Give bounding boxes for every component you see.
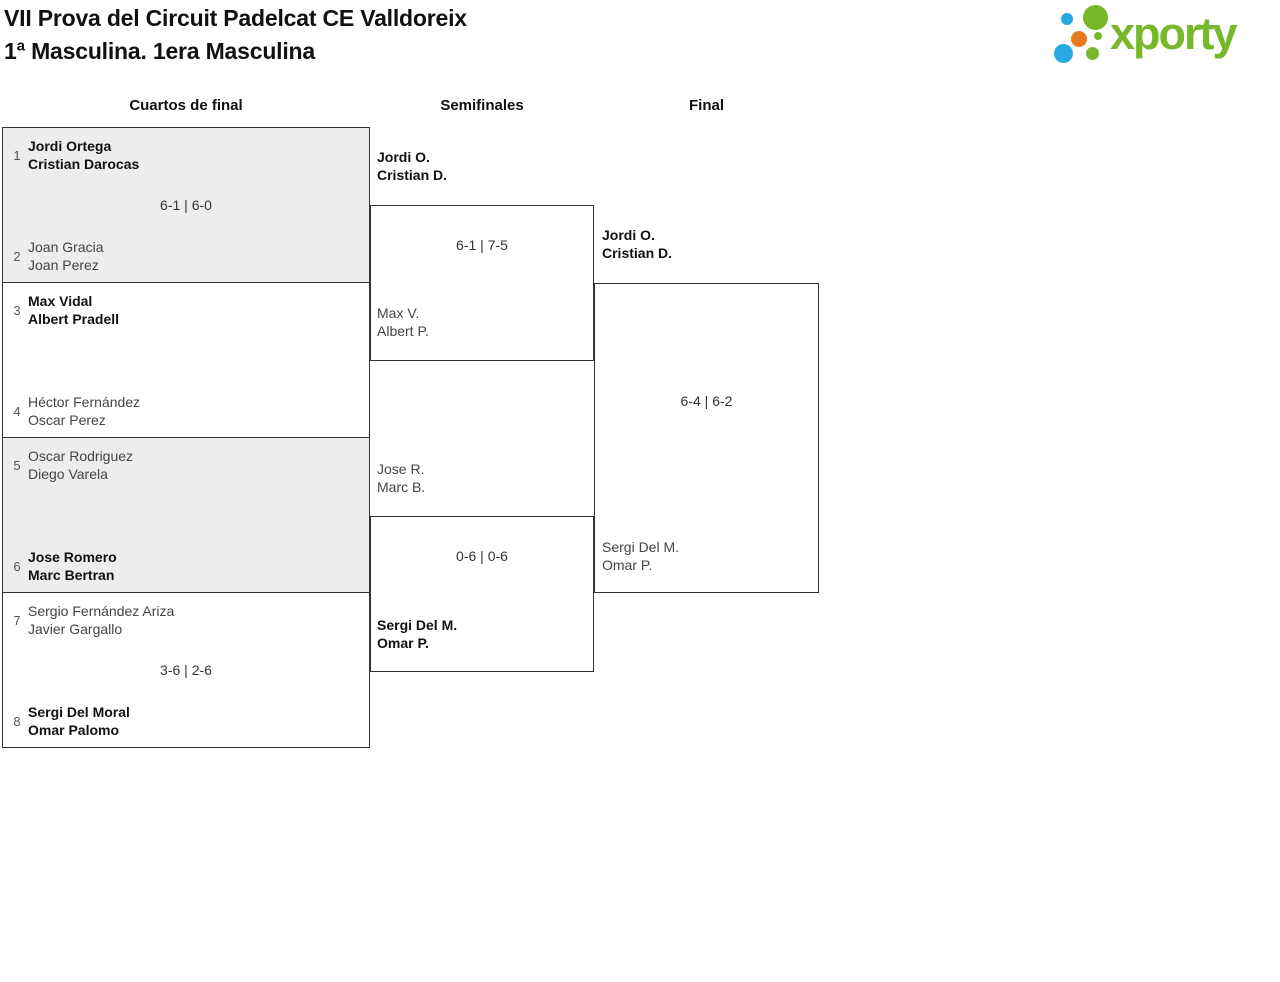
logo-dot-orange-icon	[1071, 31, 1087, 47]
team-names: Sergio Fernández Ariza Javier Gargallo	[28, 602, 174, 638]
seed-number: 7	[13, 612, 21, 628]
match-box-quarterfinal-1[interactable]: 1 Jordi Ortega Cristian Darocas 6-1 | 6-…	[2, 127, 370, 283]
match-box-quarterfinal-2[interactable]: 3 Max Vidal Albert Pradell 4 Héctor Fern…	[2, 282, 370, 438]
team-names: Jose Romero Marc Bertran	[28, 548, 117, 584]
player-name: Jordi O.	[377, 149, 430, 165]
player-name: Oscar Perez	[28, 412, 106, 428]
final-team1: Jordi O. Cristian D.	[602, 226, 672, 262]
player-name: Diego Varela	[28, 466, 108, 482]
semifinal2-team1: Jose R. Marc B.	[377, 460, 425, 496]
player-name: Omar P.	[602, 557, 653, 573]
player-name: Cristian D.	[602, 245, 673, 261]
match-box-quarterfinal-3[interactable]: 5 Oscar Rodriguez Diego Varela 6 Jose Ro…	[2, 437, 370, 593]
match-box-quarterfinal-4[interactable]: 7 Sergio Fernández Ariza Javier Gargallo…	[2, 592, 370, 748]
player-name: Max Vidal	[28, 293, 93, 309]
player-name: Albert Pradell	[28, 311, 120, 327]
team-names: Joan Gracia Joan Perez	[28, 238, 103, 274]
player-name: Omar Palomo	[28, 722, 120, 738]
seed-number: 5	[13, 457, 21, 473]
seed-number: 4	[13, 403, 21, 419]
team-row: 4 Héctor Fernández Oscar Perez	[8, 393, 363, 429]
semifinal2-score: 0-6 | 0-6	[456, 548, 508, 564]
semifinal1-team2: Max V. Albert P.	[377, 304, 429, 340]
logo-dot-green-small-icon	[1086, 47, 1099, 60]
logo-dot-blue-small-icon	[1061, 13, 1073, 25]
match-score: 3-6 | 2-6	[160, 662, 212, 678]
team-row: 3 Max Vidal Albert Pradell	[8, 292, 363, 328]
round-header-final: Final	[688, 97, 724, 114]
team-row: 1 Jordi Ortega Cristian Darocas	[8, 137, 363, 173]
team-row: 5 Oscar Rodriguez Diego Varela	[8, 447, 363, 483]
team-row: 2 Joan Gracia Joan Perez	[8, 238, 363, 274]
player-name: Sergi Del Moral	[28, 704, 130, 720]
semifinal2-team2: Sergi Del M. Omar P.	[377, 616, 457, 652]
player-name: Sergi Del M.	[377, 617, 458, 633]
logo-dot-blue-medium-icon	[1054, 44, 1073, 63]
semifinal1-score: 6-1 | 7-5	[456, 237, 508, 253]
logo-dot-green-big-icon	[1083, 5, 1108, 30]
player-name: Jose R.	[377, 461, 425, 477]
seed-number: 3	[13, 302, 21, 318]
team-row: 8 Sergi Del Moral Omar Palomo	[8, 703, 363, 739]
semifinal1-team1: Jordi O. Cristian D.	[377, 148, 447, 184]
xporty-logo: xporty	[1050, 0, 1280, 78]
round-header-semifinals: Semifinales	[440, 97, 524, 114]
player-name: Jordi O.	[602, 227, 655, 243]
team-row: 6 Jose Romero Marc Bertran	[8, 548, 363, 584]
seed-number: 6	[13, 558, 21, 574]
tournament-name: VII Prova del Circuit Padelcat CE Valldo…	[4, 5, 467, 31]
match-box-final[interactable]	[594, 283, 819, 593]
match-box-semifinal-1[interactable]	[370, 205, 594, 361]
player-name: Sergio Fernández Ariza	[28, 603, 175, 619]
match-score: 6-1 | 6-0	[160, 197, 212, 213]
player-name: Sergi Del M.	[602, 539, 680, 555]
team-row: 7 Sergio Fernández Ariza Javier Gargallo	[8, 602, 363, 638]
player-name: Cristian D.	[377, 167, 448, 183]
logo-dot-green-tiny-icon	[1094, 32, 1102, 40]
seed-number: 1	[13, 147, 21, 163]
category-name: 1ª Masculina. 1era Masculina	[4, 38, 315, 64]
player-name: Marc B.	[377, 479, 426, 495]
player-name: Héctor Fernández	[28, 394, 141, 410]
player-name: Oscar Rodriguez	[28, 448, 134, 464]
player-name: Cristian Darocas	[28, 156, 140, 172]
player-name: Max V.	[377, 305, 420, 321]
team-names: Sergi Del Moral Omar Palomo	[28, 703, 130, 739]
player-name: Albert P.	[377, 323, 429, 339]
team-names: Héctor Fernández Oscar Perez	[28, 393, 140, 429]
seed-number: 8	[13, 713, 21, 729]
team-names: Max Vidal Albert Pradell	[28, 292, 119, 328]
logo-wordmark: xporty	[1110, 8, 1238, 59]
player-name: Jordi Ortega	[28, 138, 112, 154]
player-name: Jose Romero	[28, 549, 117, 565]
player-name: Marc Bertran	[28, 567, 115, 583]
team-names: Oscar Rodriguez Diego Varela	[28, 447, 133, 483]
player-name: Joan Perez	[28, 257, 99, 273]
final-score: 6-4 | 6-2	[680, 393, 733, 409]
match-box-semifinal-2[interactable]	[370, 516, 594, 672]
player-name: Javier Gargallo	[28, 621, 123, 637]
final-team2: Sergi Del M. Omar P.	[602, 538, 679, 574]
round-header-quarterfinals: Cuartos de final	[129, 97, 243, 114]
player-name: Omar P.	[377, 635, 429, 651]
team-names: Jordi Ortega Cristian Darocas	[28, 137, 139, 173]
seed-number: 2	[13, 248, 21, 264]
player-name: Joan Gracia	[28, 239, 104, 255]
page-title: VII Prova del Circuit Padelcat CE Valldo…	[4, 2, 467, 68]
